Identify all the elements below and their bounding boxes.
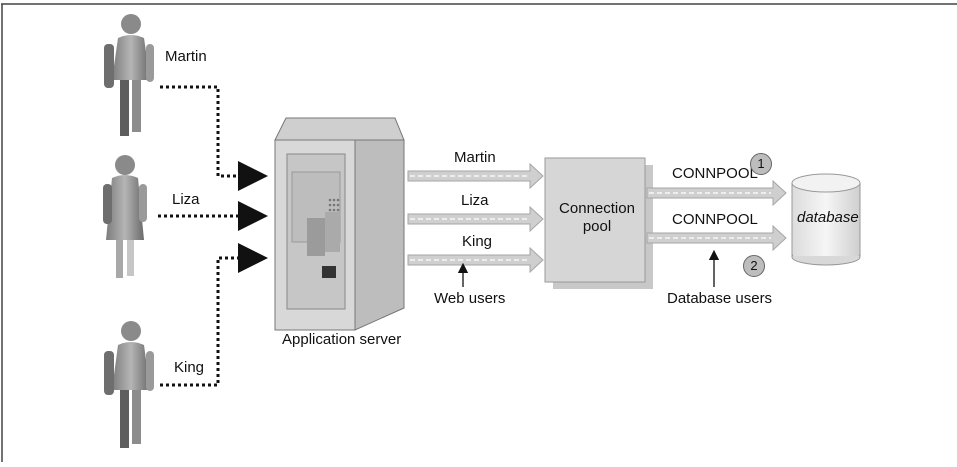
marker-1-badge: 1 — [750, 153, 772, 175]
person-liza-icon — [103, 155, 147, 278]
web-users-label: Web users — [434, 290, 506, 307]
connection-pool-box — [544, 157, 653, 289]
application-server-icon — [274, 117, 405, 331]
connection-pool-line1: Connection — [559, 200, 635, 217]
connection-pool-label: Connection pool — [549, 200, 645, 236]
stream-label-liza: Liza — [461, 192, 489, 209]
user-label-king: King — [174, 359, 205, 376]
database-cylinder-icon — [791, 173, 861, 266]
person-martin-icon — [104, 14, 154, 136]
db-stream-label-1: CONNPOOL — [672, 165, 758, 182]
database-users-label: Database users — [667, 290, 773, 307]
connection-pool-line2: pool — [582, 218, 612, 235]
stream-label-king: King — [462, 233, 493, 250]
web-stream-arrows — [407, 162, 544, 274]
database-label: database — [797, 209, 859, 226]
db-stream-label-2: CONNPOOL — [672, 211, 758, 228]
user-connectors — [158, 85, 268, 387]
person-king-icon — [104, 321, 154, 448]
marker-2-badge: 2 — [743, 255, 765, 277]
app-server-label: Application server — [282, 331, 402, 348]
stream-label-martin: Martin — [454, 149, 496, 166]
user-label-liza: Liza — [172, 191, 200, 208]
user-label-martin: Martin — [165, 48, 207, 65]
